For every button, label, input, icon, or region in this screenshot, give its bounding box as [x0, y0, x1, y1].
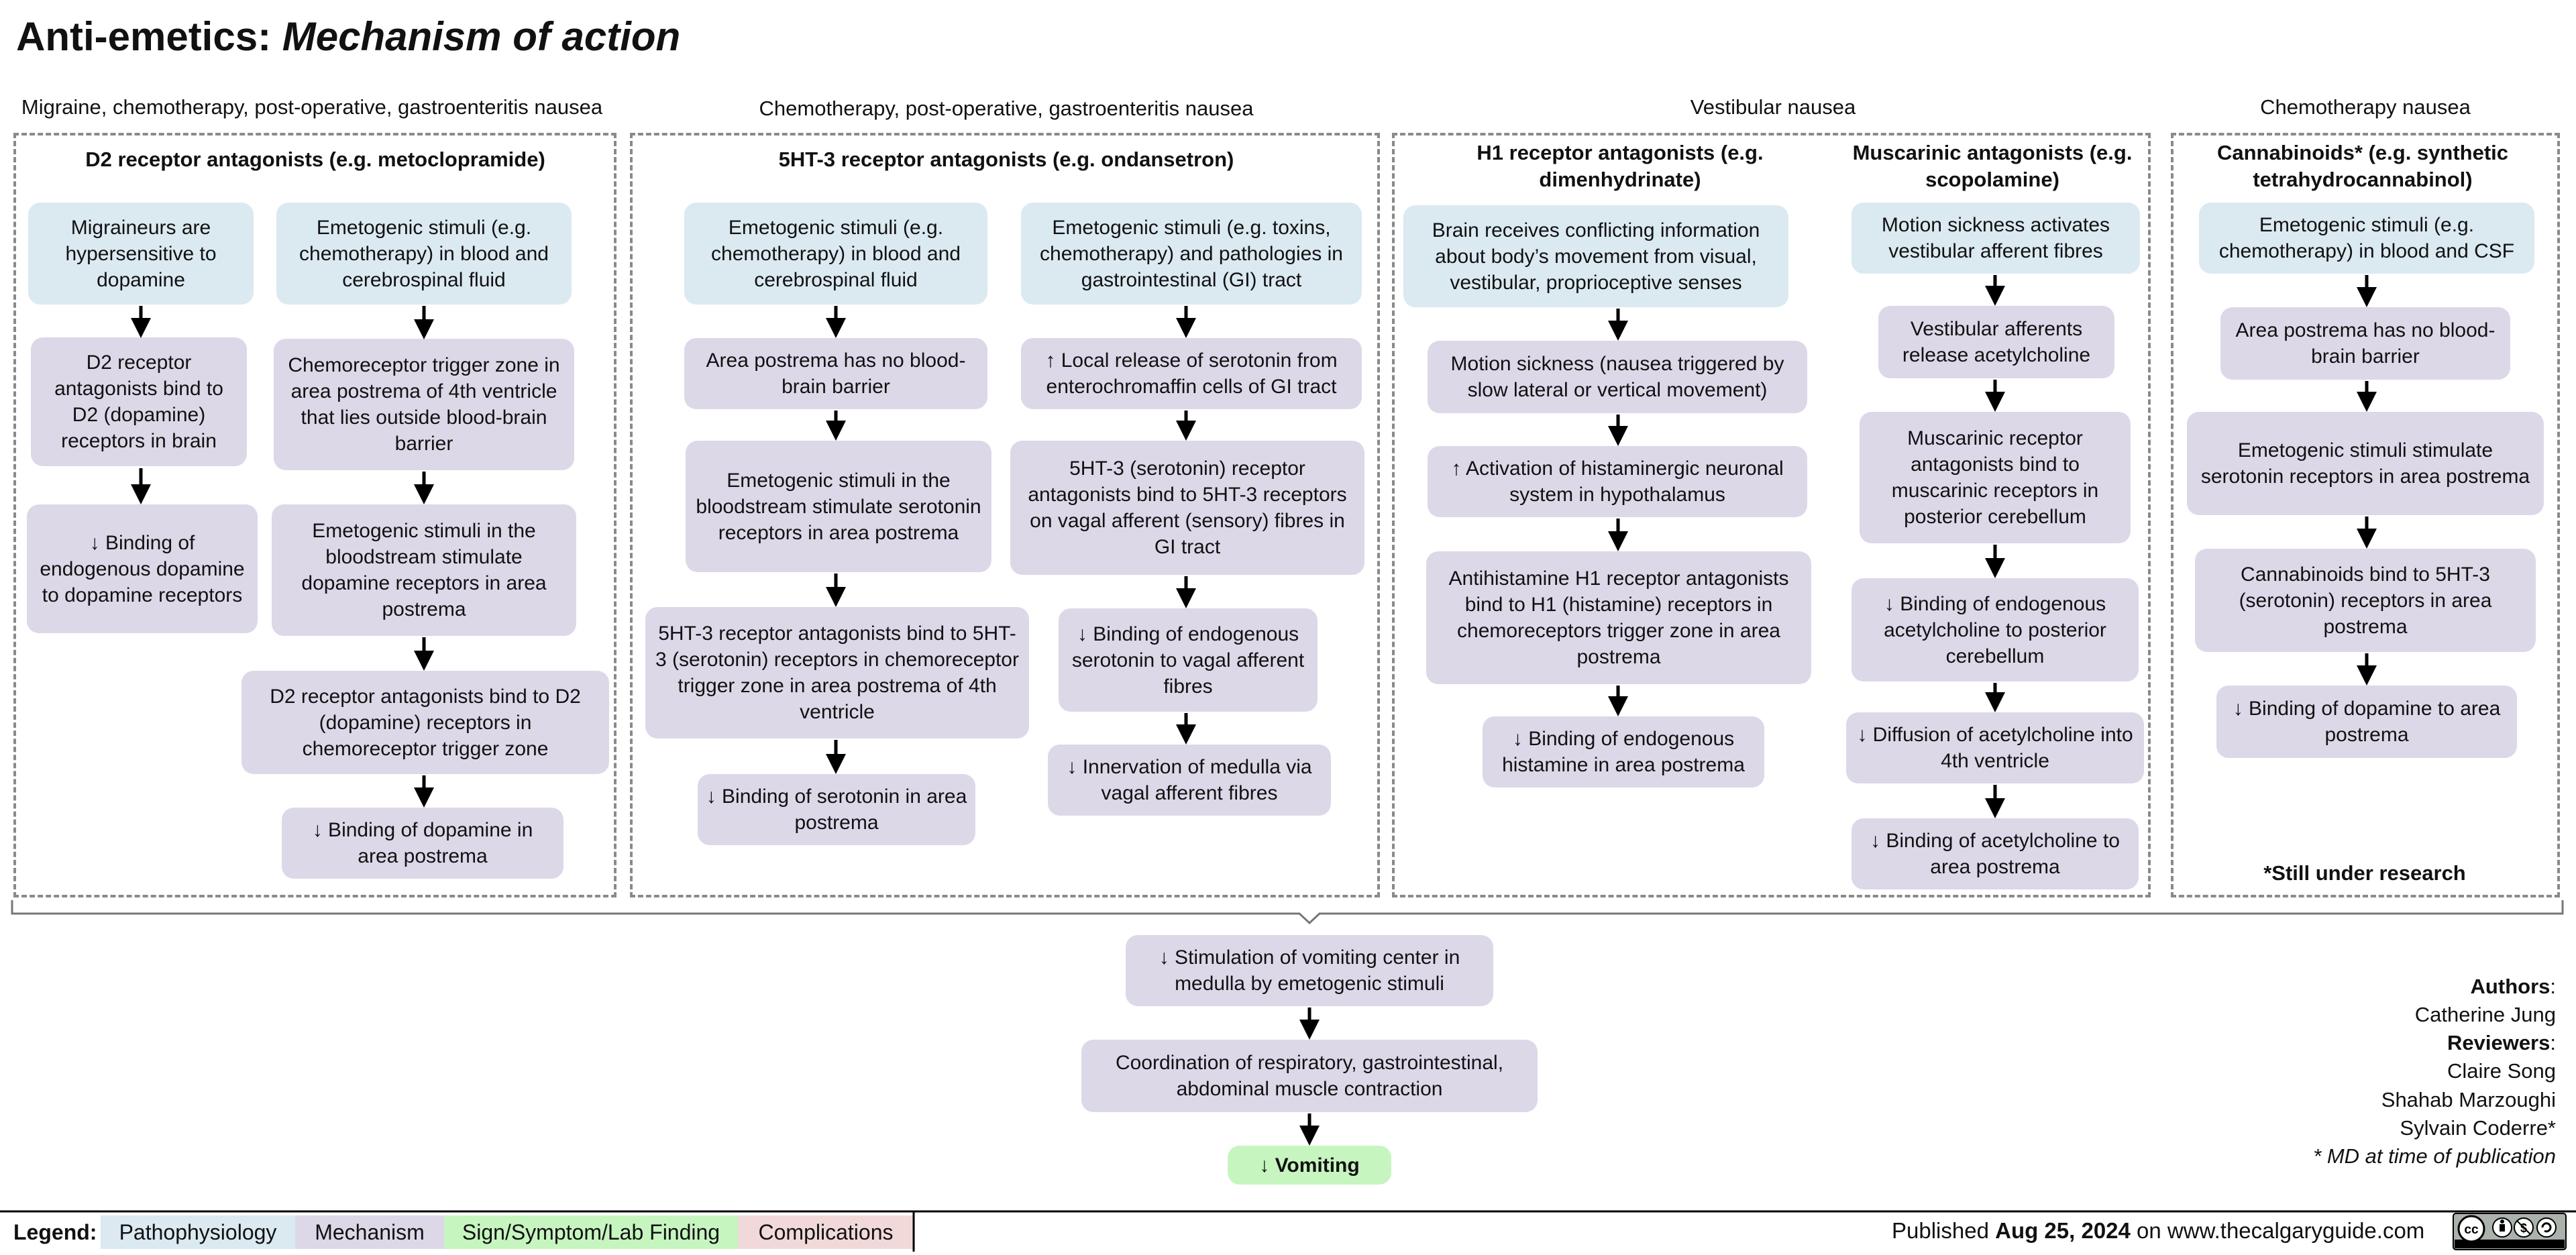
d2-right-box-4: D2 receptor antagonists bind to D2 (dopa… — [241, 671, 609, 774]
5ht3-left-box-1: Emetogenic stimuli (e.g. chemotherapy) i… — [684, 203, 987, 305]
vomiting-box: ↓ Vomiting — [1228, 1146, 1391, 1185]
reviewers-label-line: Reviewers: — [2447, 1031, 2556, 1055]
d2-right-box-1: Emetogenic stimuli (e.g. chemotherapy) i… — [276, 203, 572, 305]
d2-left-box-1: Migraineurs are hypersensitive to dopami… — [28, 203, 254, 305]
canna-box-3: Emetogenic stimuli stimulate serotonin r… — [2187, 412, 2544, 515]
reviewers-label: Reviewers — [2447, 1031, 2551, 1055]
published-suffix: on www.thecalgaryguide.com — [2130, 1218, 2425, 1243]
published-line: Published Aug 25, 2024 on www.thecalgary… — [1892, 1218, 2424, 1244]
5ht3-right-box-4: ↓ Binding of endogenous serotonin to vag… — [1059, 608, 1318, 712]
reviewer-name: Shahab Marzoughi — [2381, 1087, 2556, 1111]
d2-left-box-2: D2 receptor antagonists bind to D2 (dopa… — [31, 337, 247, 466]
5ht3-right-box-2: ↑ Local release of serotonin from entero… — [1021, 338, 1362, 409]
canna-box-2: Area postrema has no blood-brain barrier — [2220, 307, 2510, 380]
5ht3-left-box-2: Area postrema has no blood-brain barrier — [684, 338, 987, 409]
d2-right-box-3: Emetogenic stimuli in the bloodstream st… — [272, 504, 576, 636]
published-date: Aug 25, 2024 — [1995, 1218, 2131, 1243]
legend-label: Legend: — [13, 1219, 97, 1244]
5ht3-right-box-1: Emetogenic stimuli (e.g. toxins, chemoth… — [1021, 203, 1362, 305]
musc-box-6: ↓ Binding of acetylcholine to area postr… — [1851, 818, 2139, 889]
5ht3-right-box-3: 5HT-3 (serotonin) receptor antagonists b… — [1010, 441, 1364, 575]
legend-sign-symptom: Sign/Symptom/Lab Finding — [444, 1215, 738, 1249]
column-header-3: Vestibular nausea — [1690, 95, 1856, 119]
h1-box-4: Antihistamine H1 receptor antagonists bi… — [1426, 551, 1811, 684]
5ht3-left-box-3: Emetogenic stimuli in the bloodstream st… — [686, 441, 991, 572]
canna-box-5: ↓ Binding of dopamine to area postrema — [2216, 686, 2517, 758]
musc-box-4: ↓ Binding of endogenous acetylcholine to… — [1851, 578, 2139, 681]
reviewer-name: Claire Song — [2447, 1059, 2556, 1083]
column-header-1: Migraine, chemotherapy, post-operative, … — [21, 95, 603, 119]
cc-license-icon: cc $ — [2453, 1213, 2567, 1250]
d2-left-box-3: ↓ Binding of endogenous dopamine to dopa… — [27, 504, 258, 633]
legend-mechanism: Mechanism — [295, 1215, 444, 1249]
h1-box-3: ↑ Activation of histaminergic neuronal s… — [1428, 446, 1807, 517]
muscarinic-title: Muscarinic antagonists (e.g. scopolamine… — [1852, 141, 2133, 192]
h1-title: H1 receptor antagonists (e.g. dimenhydri… — [1477, 141, 1764, 192]
legend-pathophysiology: Pathophysiology — [101, 1215, 295, 1249]
musc-box-2: Vestibular afferents release acetylcholi… — [1878, 306, 2114, 378]
musc-box-1: Motion sickness activates vestibular aff… — [1851, 203, 2140, 274]
column-header-4: Chemotherapy nausea — [2260, 95, 2471, 119]
canna-box-4: Cannabinoids bind to 5HT-3 (serotonin) r… — [2195, 549, 2536, 652]
title-main: Anti-emetics: — [16, 14, 282, 59]
h1-box-5: ↓ Binding of endogenous histamine in are… — [1483, 716, 1764, 787]
5ht3-title: 5HT-3 receptor antagonists (e.g. ondanse… — [778, 148, 1234, 171]
panel-d2 — [13, 133, 616, 897]
d2-title: D2 receptor antagonists (e.g. metoclopra… — [85, 148, 545, 171]
title-italic: Mechanism of action — [282, 14, 681, 59]
authors-footnote: * MD at time of publication — [2313, 1144, 2556, 1168]
author-name: Catherine Jung — [2414, 1003, 2556, 1027]
panel-cannabinoids — [2171, 133, 2560, 897]
cannabinoids-title: Cannabinoids* (e.g. synthetic tetrahydro… — [2216, 141, 2509, 192]
h1-box-2: Motion sickness (nausea triggered by slo… — [1428, 341, 1807, 413]
d2-right-box-2-text: Chemoreceptor trigger zone in area postr… — [288, 354, 560, 455]
published-prefix: Published — [1892, 1218, 1996, 1243]
research-note: *Still under research — [2263, 861, 2466, 885]
authors-label-line: Authors: — [2470, 975, 2556, 998]
d2-right-box-5: ↓ Binding of dopamine in area postrema — [282, 808, 564, 879]
canna-box-1: Emetogenic stimuli (e.g. chemotherapy) i… — [2199, 203, 2534, 274]
page-title: Anti-emetics: Mechanism of action — [16, 13, 680, 60]
panel-5ht3 — [630, 133, 1380, 897]
reviewer-name: Sylvain Coderre* — [2400, 1115, 2556, 1140]
legend-complications: Complications — [738, 1215, 914, 1249]
5ht3-left-box-5: ↓ Binding of serotonin in area postrema — [698, 774, 975, 845]
svg-text:cc: cc — [2464, 1223, 2479, 1237]
musc-box-5: ↓ Diffusion of acetylcholine into 4th ve… — [1846, 712, 2144, 783]
column-header-2: Chemotherapy, post-operative, gastroente… — [759, 97, 1254, 120]
authors-block: Authors: Catherine Jung Reviewers: Clair… — [2313, 973, 2556, 1170]
authors-label: Authors — [2470, 975, 2551, 998]
d2-right-box-2: Chemoreceptor trigger zone in area postr… — [274, 339, 574, 470]
musc-box-3: Muscarinic receptor antagonists bind to … — [1860, 412, 2131, 543]
h1-box-1: Brain receives conflicting information a… — [1403, 205, 1788, 307]
panel-vestibular — [1392, 133, 2151, 897]
5ht3-left-box-4: 5HT-3 receptor antagonists bind to 5HT-3… — [645, 607, 1029, 739]
vomiting-center-box: ↓ Stimulation of vomiting center in medu… — [1126, 935, 1493, 1006]
coordination-box: Coordination of respiratory, gastrointes… — [1081, 1040, 1538, 1112]
5ht3-right-box-5: ↓ Innervation of medulla via vagal affer… — [1048, 745, 1331, 816]
